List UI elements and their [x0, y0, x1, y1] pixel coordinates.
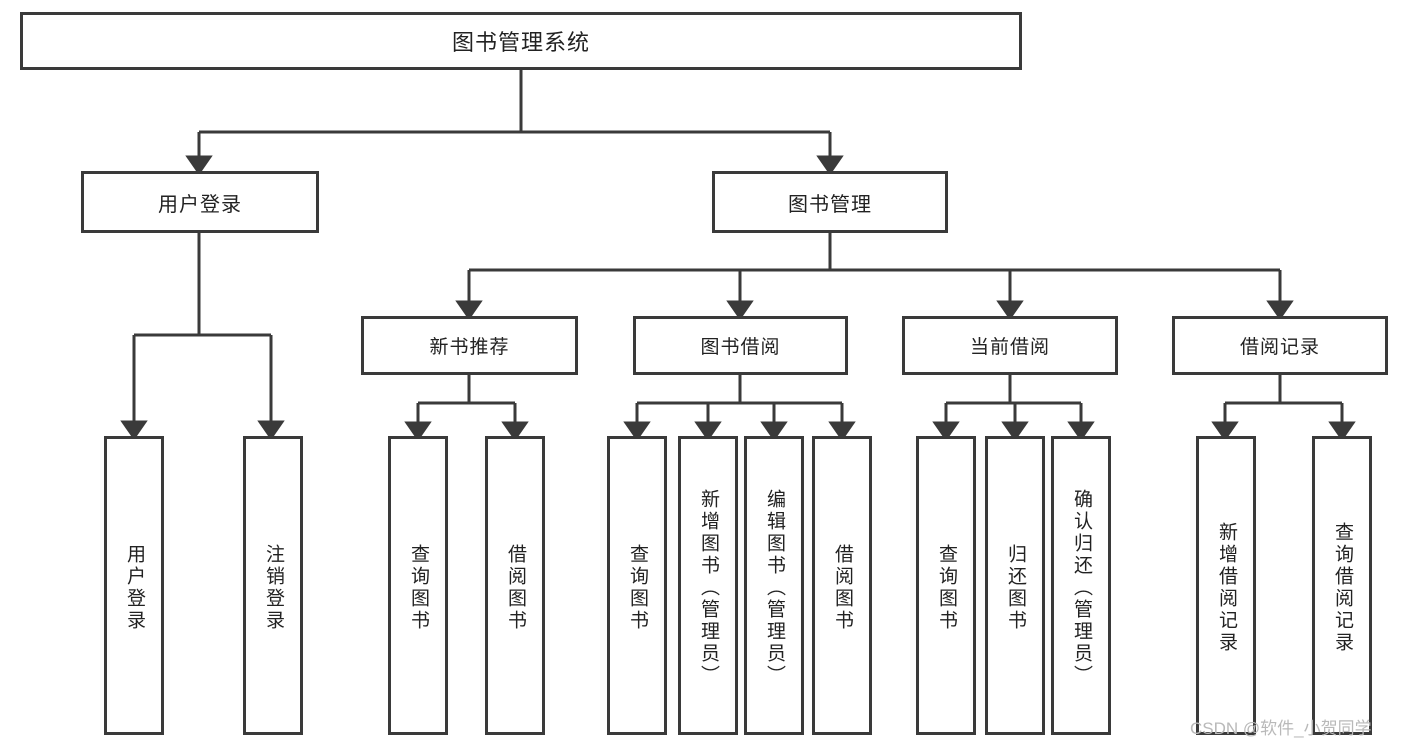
- node-label: 新增借阅记录: [1215, 521, 1237, 654]
- leaf-borrow-record-query-record[interactable]: 查询借阅记录: [1312, 436, 1372, 735]
- node-label: 编辑图书（管理员）: [763, 488, 785, 687]
- node-label: 查询图书: [626, 543, 648, 632]
- node-label: 借阅图书: [831, 543, 853, 632]
- leaf-book-borrow-query-book[interactable]: 查询图书: [607, 436, 667, 735]
- node-user-login[interactable]: 用户登录: [81, 171, 319, 233]
- node-label: 借阅记录: [1239, 337, 1320, 358]
- node-label: 图书管理: [788, 193, 872, 216]
- node-root-system[interactable]: 图书管理系统: [20, 12, 1022, 70]
- leaf-borrow-record-add-record[interactable]: 新增借阅记录: [1196, 436, 1256, 735]
- node-label: 查询图书: [935, 543, 957, 632]
- watermark-text: CSDN @软件_小贺同学: [1190, 719, 1372, 738]
- node-label: 图书管理系统: [451, 30, 590, 55]
- node-book-borrow[interactable]: 图书借阅: [633, 316, 848, 375]
- leaf-user-login-logout[interactable]: 注销登录: [243, 436, 303, 735]
- leaf-current-borrow-query-book[interactable]: 查询图书: [916, 436, 976, 735]
- node-borrow-record[interactable]: 借阅记录: [1172, 316, 1388, 375]
- node-label: 确认归还（管理员）: [1070, 488, 1092, 687]
- node-label: 当前借阅: [969, 337, 1050, 358]
- node-label: 新增图书（管理员）: [697, 488, 719, 687]
- node-new-book-recommend[interactable]: 新书推荐: [361, 316, 578, 375]
- node-current-borrow[interactable]: 当前借阅: [902, 316, 1118, 375]
- node-label: 新书推荐: [429, 337, 510, 358]
- leaf-current-borrow-return-book[interactable]: 归还图书: [985, 436, 1045, 735]
- leaf-book-borrow-borrow-book[interactable]: 借阅图书: [812, 436, 872, 735]
- node-label: 用户登录: [123, 543, 145, 632]
- leaf-current-borrow-confirm-return[interactable]: 确认归还（管理员）: [1051, 436, 1111, 735]
- node-label: 借阅图书: [504, 543, 526, 632]
- leaf-new-book-query-book[interactable]: 查询图书: [388, 436, 448, 735]
- node-label: 查询借阅记录: [1331, 521, 1353, 654]
- node-label: 归还图书: [1004, 543, 1026, 632]
- node-label: 用户登录: [158, 193, 242, 216]
- node-label: 图书借阅: [700, 337, 781, 358]
- leaf-book-borrow-edit-book[interactable]: 编辑图书（管理员）: [744, 436, 804, 735]
- leaf-book-borrow-add-book[interactable]: 新增图书（管理员）: [678, 436, 738, 735]
- node-label: 注销登录: [262, 543, 284, 632]
- leaf-user-login-login[interactable]: 用户登录: [104, 436, 164, 735]
- node-label: 查询图书: [407, 543, 429, 632]
- node-book-manage[interactable]: 图书管理: [712, 171, 948, 233]
- leaf-new-book-borrow-book[interactable]: 借阅图书: [485, 436, 545, 735]
